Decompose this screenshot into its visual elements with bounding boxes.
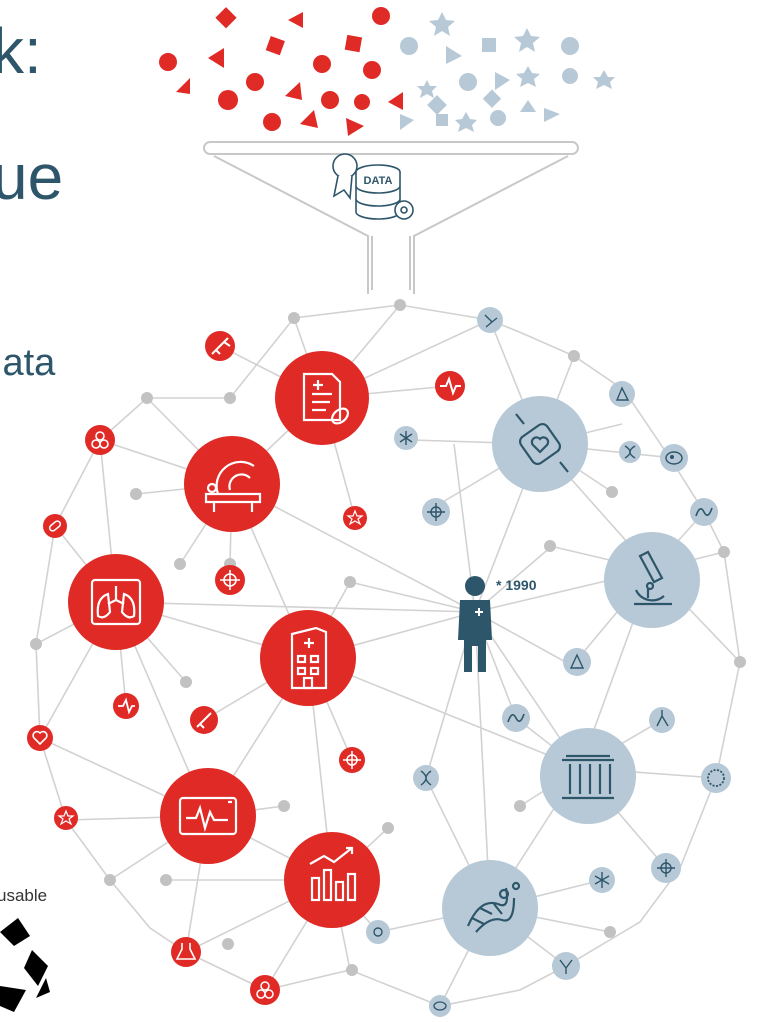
cells-small-icon <box>250 975 280 1005</box>
data-badge-label: DATA <box>364 175 393 187</box>
patient-birth-year: * 1990 <box>496 577 537 593</box>
museum-building-icon <box>562 754 614 800</box>
syringe-icon <box>205 331 235 361</box>
mri-scanner-icon <box>204 460 262 512</box>
ecg-monitor-hub <box>160 768 256 864</box>
clinical-hubs <box>68 351 380 928</box>
microscope-hub <box>604 532 700 628</box>
star-badge-icon <box>343 506 367 530</box>
blue-data-shapes <box>400 12 615 132</box>
red-data-shapes <box>159 7 403 136</box>
hospital-building-icon <box>290 626 328 690</box>
molecule-bottom-icon <box>552 952 580 980</box>
heart-icon <box>27 725 53 751</box>
triangle-molecule-icon <box>609 381 635 407</box>
hospital-hub <box>260 610 356 706</box>
pill-icon <box>43 514 67 538</box>
document-with-pills-icon <box>302 372 349 425</box>
cell-icon <box>660 444 688 472</box>
heading-line-3: lata <box>0 342 56 384</box>
small-blue-nodes <box>366 307 731 1017</box>
ring-virus-icon <box>701 763 731 793</box>
virus-icon <box>215 565 245 595</box>
dna-blue-icon <box>413 765 439 791</box>
dna-hub <box>442 860 538 956</box>
funnel-outline <box>203 141 579 294</box>
asterisk-icon <box>394 426 418 450</box>
flask-icon <box>171 937 201 967</box>
smartwatch-heart-icon <box>515 413 569 473</box>
small-red-nodes <box>27 331 465 1005</box>
cell-bottom-icon <box>429 995 451 1017</box>
data-badge-icon: DATA <box>332 153 414 220</box>
institution-hub <box>540 728 636 824</box>
grey-junction-nodes <box>30 299 746 976</box>
caption-text: usable <box>0 886 48 905</box>
heartbeat-small-icon <box>113 693 139 719</box>
bacteria-icon <box>690 498 718 526</box>
virus-small-icon <box>339 747 365 773</box>
research-hubs <box>442 396 700 956</box>
network-links <box>35 304 741 1007</box>
dna-molecule-icon <box>466 881 521 933</box>
microscope-icon <box>634 550 672 606</box>
virus-blue-icon <box>422 498 450 526</box>
patient-figure: * 1990 <box>458 576 537 672</box>
molecule-small-icon <box>649 707 675 733</box>
lungs-xray-icon <box>90 578 142 626</box>
lung-xray-hub <box>68 554 164 650</box>
recycle-icon <box>0 918 50 1012</box>
mri-scanner-hub <box>184 436 280 532</box>
statistics-hub <box>284 832 380 928</box>
dot-cell-icon <box>366 920 390 944</box>
heading-line-2: ue <box>0 141 64 213</box>
funnel-group: DATA <box>159 7 615 294</box>
heartbeat-icon <box>435 371 465 401</box>
medical-record-hub <box>275 351 369 445</box>
asterisk-small-icon <box>589 867 615 893</box>
star-small-icon <box>54 806 78 830</box>
bar-chart-trend-icon <box>309 846 357 902</box>
wearable-hub <box>492 396 588 492</box>
heading-line-1: k: <box>0 15 42 87</box>
virus-blue-small-icon <box>651 853 681 883</box>
triangle-molecule-small-icon <box>563 648 591 676</box>
heart-monitor-icon <box>178 796 238 836</box>
dna-small-icon <box>619 441 641 463</box>
cells-icon <box>85 425 115 455</box>
bacteria-small-icon <box>502 704 530 732</box>
syringe-small-icon <box>190 706 218 734</box>
molecule-icon <box>477 307 503 333</box>
